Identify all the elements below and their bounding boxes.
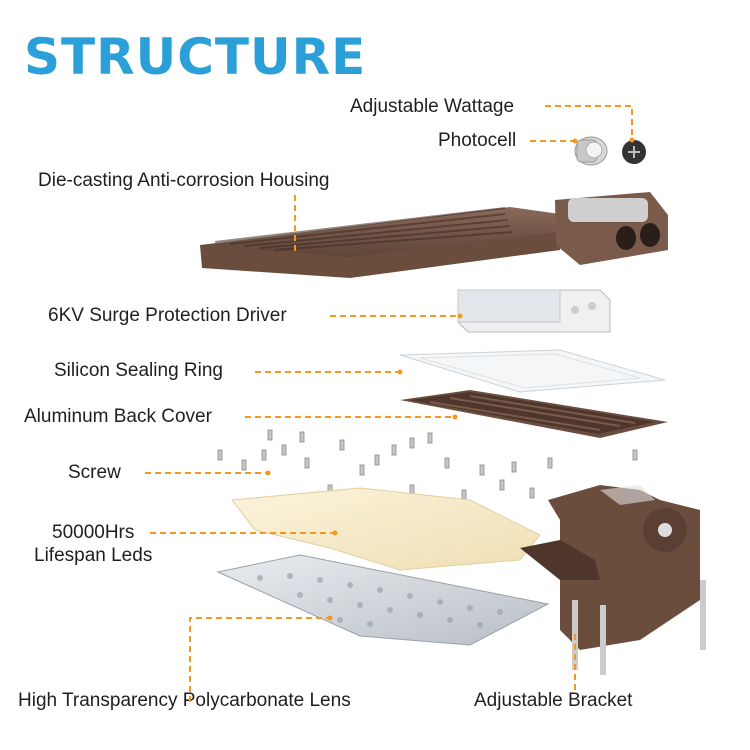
photocell-part — [574, 136, 608, 166]
wattage-knob-part — [622, 140, 646, 164]
label-housing: Die-casting Anti-corrosion Housing — [38, 170, 330, 191]
label-screw: Screw — [68, 462, 121, 483]
label-bracket: Adjustable Bracket — [474, 690, 633, 711]
bracket-part — [520, 485, 706, 675]
label-leds-line2: Lifespan Leds — [34, 545, 153, 566]
label-back-cover: Aluminum Back Cover — [24, 406, 212, 427]
label-surge-driver: 6KV Surge Protection Driver — [48, 305, 287, 326]
lens-part — [216, 554, 550, 646]
sealing-ring-part — [399, 349, 666, 393]
driver-part — [457, 289, 611, 333]
label-adjustable-wattage: Adjustable Wattage — [350, 96, 515, 117]
label-leds-line1: 50000Hrs — [52, 522, 135, 543]
label-sealing-ring: Silicon Sealing Ring — [54, 360, 223, 381]
leader-lines — [145, 105, 635, 702]
page-title: STRUCTURE — [24, 28, 367, 86]
back-cover-part — [400, 390, 668, 438]
label-lens: High Transparency Polycarbonate Lens — [18, 690, 351, 711]
led-board-part — [231, 487, 541, 571]
label-photocell: Photocell — [438, 130, 517, 151]
housing-part — [200, 192, 668, 278]
screws-part — [217, 429, 638, 506]
